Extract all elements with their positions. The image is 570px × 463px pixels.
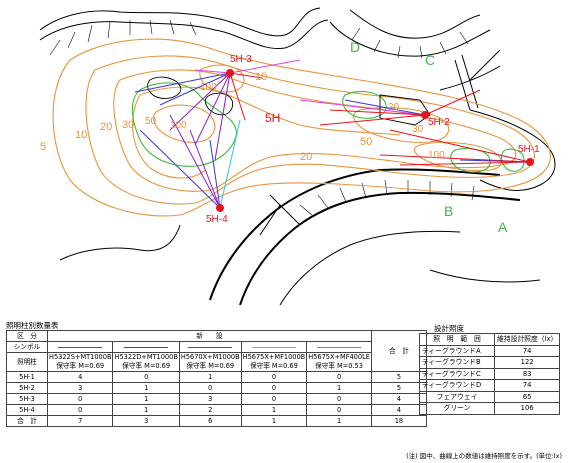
contour-label: 20 xyxy=(100,121,112,133)
contour-label: 50 xyxy=(360,136,372,148)
pole-label-5h-2: 5H-2 xyxy=(428,117,450,128)
tee-label-c: C xyxy=(425,52,435,68)
contour-label: 30 xyxy=(412,124,424,135)
division-header: 区 分 xyxy=(6,330,48,342)
pole-label-5h-1: 5H-1 xyxy=(518,144,540,155)
illuminance-contours xyxy=(52,38,551,217)
tee-label-a: A xyxy=(498,219,508,235)
contour-label: 5 xyxy=(40,141,46,153)
contour-label: 30 xyxy=(122,119,134,131)
zone-label: 5H xyxy=(265,111,280,125)
lighting-plan-map: 5H-1 5H-2 5H-3 5H-4 5H A B C D 5 10 20 3… xyxy=(39,7,556,305)
pole-5h-2 xyxy=(421,111,429,119)
contour-label: 20 xyxy=(300,151,312,163)
hole-features xyxy=(147,76,431,126)
light-beams xyxy=(134,59,531,209)
value-header: 維持設計照度（lx） xyxy=(493,333,561,346)
lux-table-title: 設計照度 xyxy=(434,324,464,333)
pole-5h-4 xyxy=(216,204,224,212)
contour-label: 100 xyxy=(200,82,217,93)
pole-5h-1 xyxy=(526,158,534,166)
symbol-cell xyxy=(112,341,180,353)
symbol-cell xyxy=(240,341,308,353)
tee-label-d: D xyxy=(350,39,360,55)
fixture-header: 照明柱 xyxy=(6,352,48,372)
pole-label-5h-4: 5H-4 xyxy=(206,214,228,225)
contour-label: 20 xyxy=(388,102,400,113)
new-install-header: 新 設 xyxy=(47,330,372,342)
contour-label: 100 xyxy=(428,150,445,161)
contour-value-labels: 5 10 20 30 50 100 10 20 50 100 20 30 100 xyxy=(40,71,445,163)
symbol-cell xyxy=(306,341,372,353)
contour-label: 10 xyxy=(255,71,267,83)
qty-table-title: 照明柱別数量表 xyxy=(6,321,59,330)
contour-label: 10 xyxy=(75,129,87,141)
symbol-cell xyxy=(178,341,242,353)
light-poles xyxy=(216,69,534,212)
symbol-header: シンボル xyxy=(6,341,48,353)
footnote: (注) 図中、曲線上の数値は維持照度を示す。(単位:lx) xyxy=(406,452,562,460)
pole-label-5h-3: 5H-3 xyxy=(230,54,252,65)
pole-5h-3 xyxy=(226,69,234,77)
range-header: 照 明 範 囲 xyxy=(419,333,495,346)
contour-label: 50 xyxy=(145,116,157,127)
tee-label-b: B xyxy=(444,203,453,219)
terrain-lines xyxy=(39,7,556,305)
symbol-cell xyxy=(46,341,114,353)
contour-label: 100 xyxy=(170,120,187,131)
